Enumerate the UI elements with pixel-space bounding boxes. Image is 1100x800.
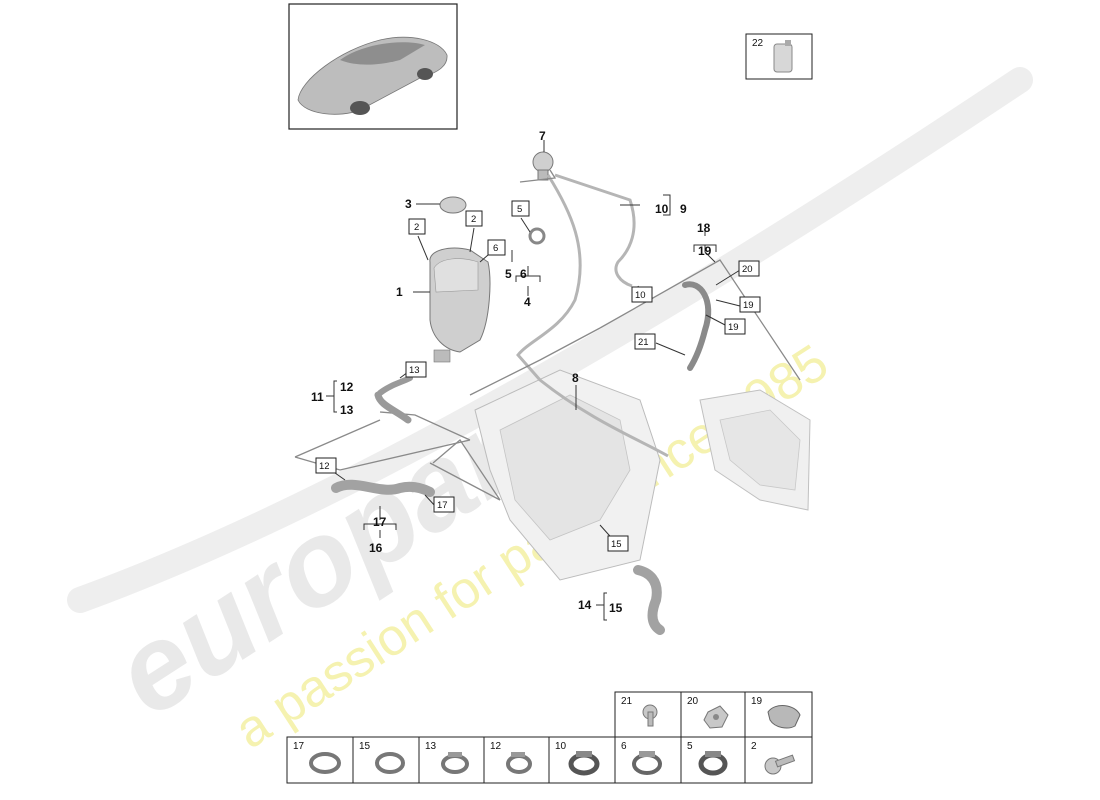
box-label-19a: 19 xyxy=(743,300,754,311)
table-bottom-cell-10: 10 xyxy=(555,741,567,752)
hose-clamp-icon xyxy=(375,752,405,774)
table-bottom-cell-12: 12 xyxy=(490,741,502,752)
clip-icon xyxy=(767,705,801,729)
coolant-bottle-icon xyxy=(773,43,793,73)
watermark-swoosh xyxy=(67,67,1033,613)
label-17: 17 xyxy=(373,515,387,529)
label-9: 9 xyxy=(680,202,687,216)
table-bottom-cell-2: 2 xyxy=(751,741,757,752)
label-5: 5 xyxy=(505,267,512,281)
table-bottom-cell-13: 13 xyxy=(425,741,437,752)
coolant-expansion-tank xyxy=(429,247,491,363)
box-label-13: 13 xyxy=(409,365,420,376)
box-label-2b: 2 xyxy=(471,214,476,225)
label-10: 10 xyxy=(655,202,669,216)
reservoir-cap-icon xyxy=(439,196,467,214)
label-6: 6 xyxy=(520,267,527,281)
label-15: 15 xyxy=(609,601,623,615)
label-13: 13 xyxy=(340,403,354,417)
label-18: 18 xyxy=(697,221,711,235)
box-label-10: 10 xyxy=(635,290,646,301)
label-16: 16 xyxy=(369,541,383,555)
box-label-19b: 19 xyxy=(728,322,739,333)
sealing-ring-icon xyxy=(528,227,546,245)
box-label-21: 21 xyxy=(638,337,649,348)
label-11: 11 xyxy=(311,390,324,404)
box-label-6: 6 xyxy=(493,243,498,254)
label-7: 7 xyxy=(539,129,546,143)
bolt-icon xyxy=(642,704,658,727)
coolant-pipe-19 xyxy=(682,281,712,371)
parts-table: 21 20 19 17 15 13 12 10 6 5 2 xyxy=(286,691,813,784)
box-label-15: 15 xyxy=(611,539,622,550)
engine-block-drawing xyxy=(474,369,811,581)
hose-clamp-icon xyxy=(309,752,341,774)
vehicle-thumbnail xyxy=(288,3,458,130)
table-bottom-cell-17: 17 xyxy=(293,741,305,752)
diagram-leader-lines xyxy=(294,169,801,501)
nut-icon xyxy=(703,705,729,729)
label-3: 3 xyxy=(405,197,412,211)
spring-clamp-icon xyxy=(441,752,469,774)
table-top-cell-21: 21 xyxy=(621,696,633,707)
label-12: 12 xyxy=(340,380,354,394)
box-label-12: 12 xyxy=(319,461,330,472)
label-14: 14 xyxy=(578,598,592,612)
label-4: 4 xyxy=(524,295,531,309)
table-bottom-cell-15: 15 xyxy=(359,741,371,752)
spring-clamp-icon xyxy=(698,751,728,776)
label-1: 1 xyxy=(396,285,403,299)
legend-item-22-label: 22 xyxy=(752,38,764,49)
hose-13 xyxy=(377,375,413,396)
label-19: 19 xyxy=(698,244,712,258)
box-label-20: 20 xyxy=(742,264,753,275)
car-body-icon xyxy=(297,36,448,115)
air-bleed-valve xyxy=(532,151,554,181)
plain-labels: 1 3 4 5 6 7 8 9 10 11 12 13 14 15 16 17 … xyxy=(311,129,712,615)
screw-icon xyxy=(764,754,796,775)
table-bottom-cell-5: 5 xyxy=(687,741,693,752)
hose-17 xyxy=(331,479,435,497)
legend-item-22: 22 xyxy=(745,33,813,80)
spring-clamp-icon xyxy=(568,751,600,776)
spring-clamp-icon xyxy=(506,752,532,774)
box-label-17: 17 xyxy=(437,500,448,511)
boxed-labels: 2 2 5 6 10 12 13 15 17 19 19 20 21 xyxy=(315,200,761,552)
box-label-2a: 2 xyxy=(414,222,419,233)
spring-clamp-icon xyxy=(632,751,662,775)
table-top-cell-20: 20 xyxy=(687,696,699,707)
hose-15 xyxy=(633,565,665,635)
table-bottom-cell-6: 6 xyxy=(621,741,627,752)
label-8: 8 xyxy=(572,371,579,385)
table-top-cell-19: 19 xyxy=(751,696,763,707)
box-label-5: 5 xyxy=(517,204,522,215)
